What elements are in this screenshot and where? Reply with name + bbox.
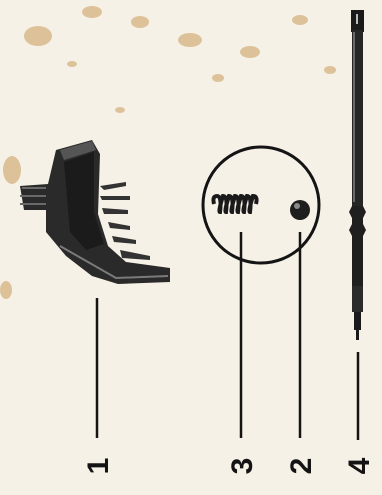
shaft-pin [349,10,366,340]
callout-1: 1 [82,458,115,475]
callout-4: 4 [343,457,376,474]
detent-ball [290,200,310,220]
coil-spring [213,196,256,212]
knurled-lever-part [20,140,170,284]
callout-2: 2 [285,458,318,475]
leader-lines [97,232,358,440]
callout-3: 3 [226,458,259,475]
